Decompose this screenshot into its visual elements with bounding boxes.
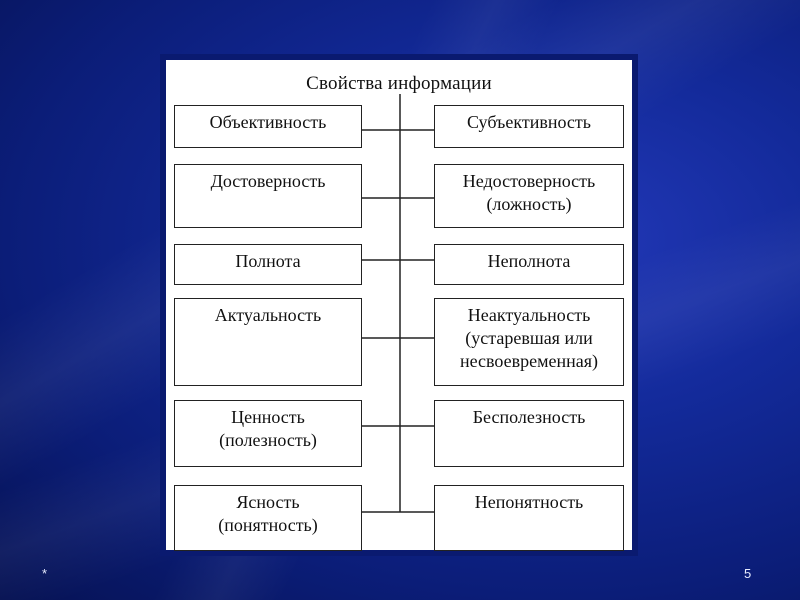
box-right-irrelevance: Неактуальность (устаревшая или несвоевре… [434,298,624,386]
footer-mark: * [42,566,48,581]
box-label: Объективность [209,112,327,132]
slide-page-number: 5 [744,566,752,581]
box-label: (понятность) [218,515,318,535]
box-right-subjectivity: Субъективность [434,105,624,148]
box-label: Актуальность [214,305,322,325]
box-left-completeness: Полнота [174,244,362,285]
box-left-reliability: Достоверность [174,164,362,228]
box-label: Недостоверность [462,171,596,191]
slide-content-frame: Свойства информации Объективность Субъек… [160,54,638,556]
box-label: Ценность [231,407,305,427]
box-label: (ложность) [486,194,572,214]
box-left-value: Ценность (полезность) [174,400,362,467]
box-label: (полезность) [219,430,317,450]
box-label: Достоверность [210,171,326,191]
box-right-incompleteness: Неполнота [434,244,624,285]
box-label: (устаревшая или [465,328,593,348]
box-right-unreliability: Недостоверность (ложность) [434,164,624,228]
box-left-relevance: Актуальность [174,298,362,386]
connector-lines [362,94,434,513]
box-left-objectivity: Объективность [174,105,362,148]
diagram-title: Свойства информации [306,73,492,94]
box-label: несвоевременная) [459,351,599,371]
box-label: Полнота [235,251,301,271]
box-label: Бесполезность [472,407,586,427]
box-label: Непонятность [474,492,584,512]
box-right-uselessness: Бесполезность [434,400,624,467]
box-label: Субъективность [467,112,591,132]
box-label: Ясность [236,492,300,512]
box-right-incomprehensibility: Непонятность [434,485,624,551]
diagram-panel: Свойства информации Объективность Субъек… [166,60,632,551]
box-left-clarity: Ясность (понятность) [174,485,362,551]
box-label: Неактуальность [467,305,591,325]
box-label: Неполнота [487,251,571,271]
